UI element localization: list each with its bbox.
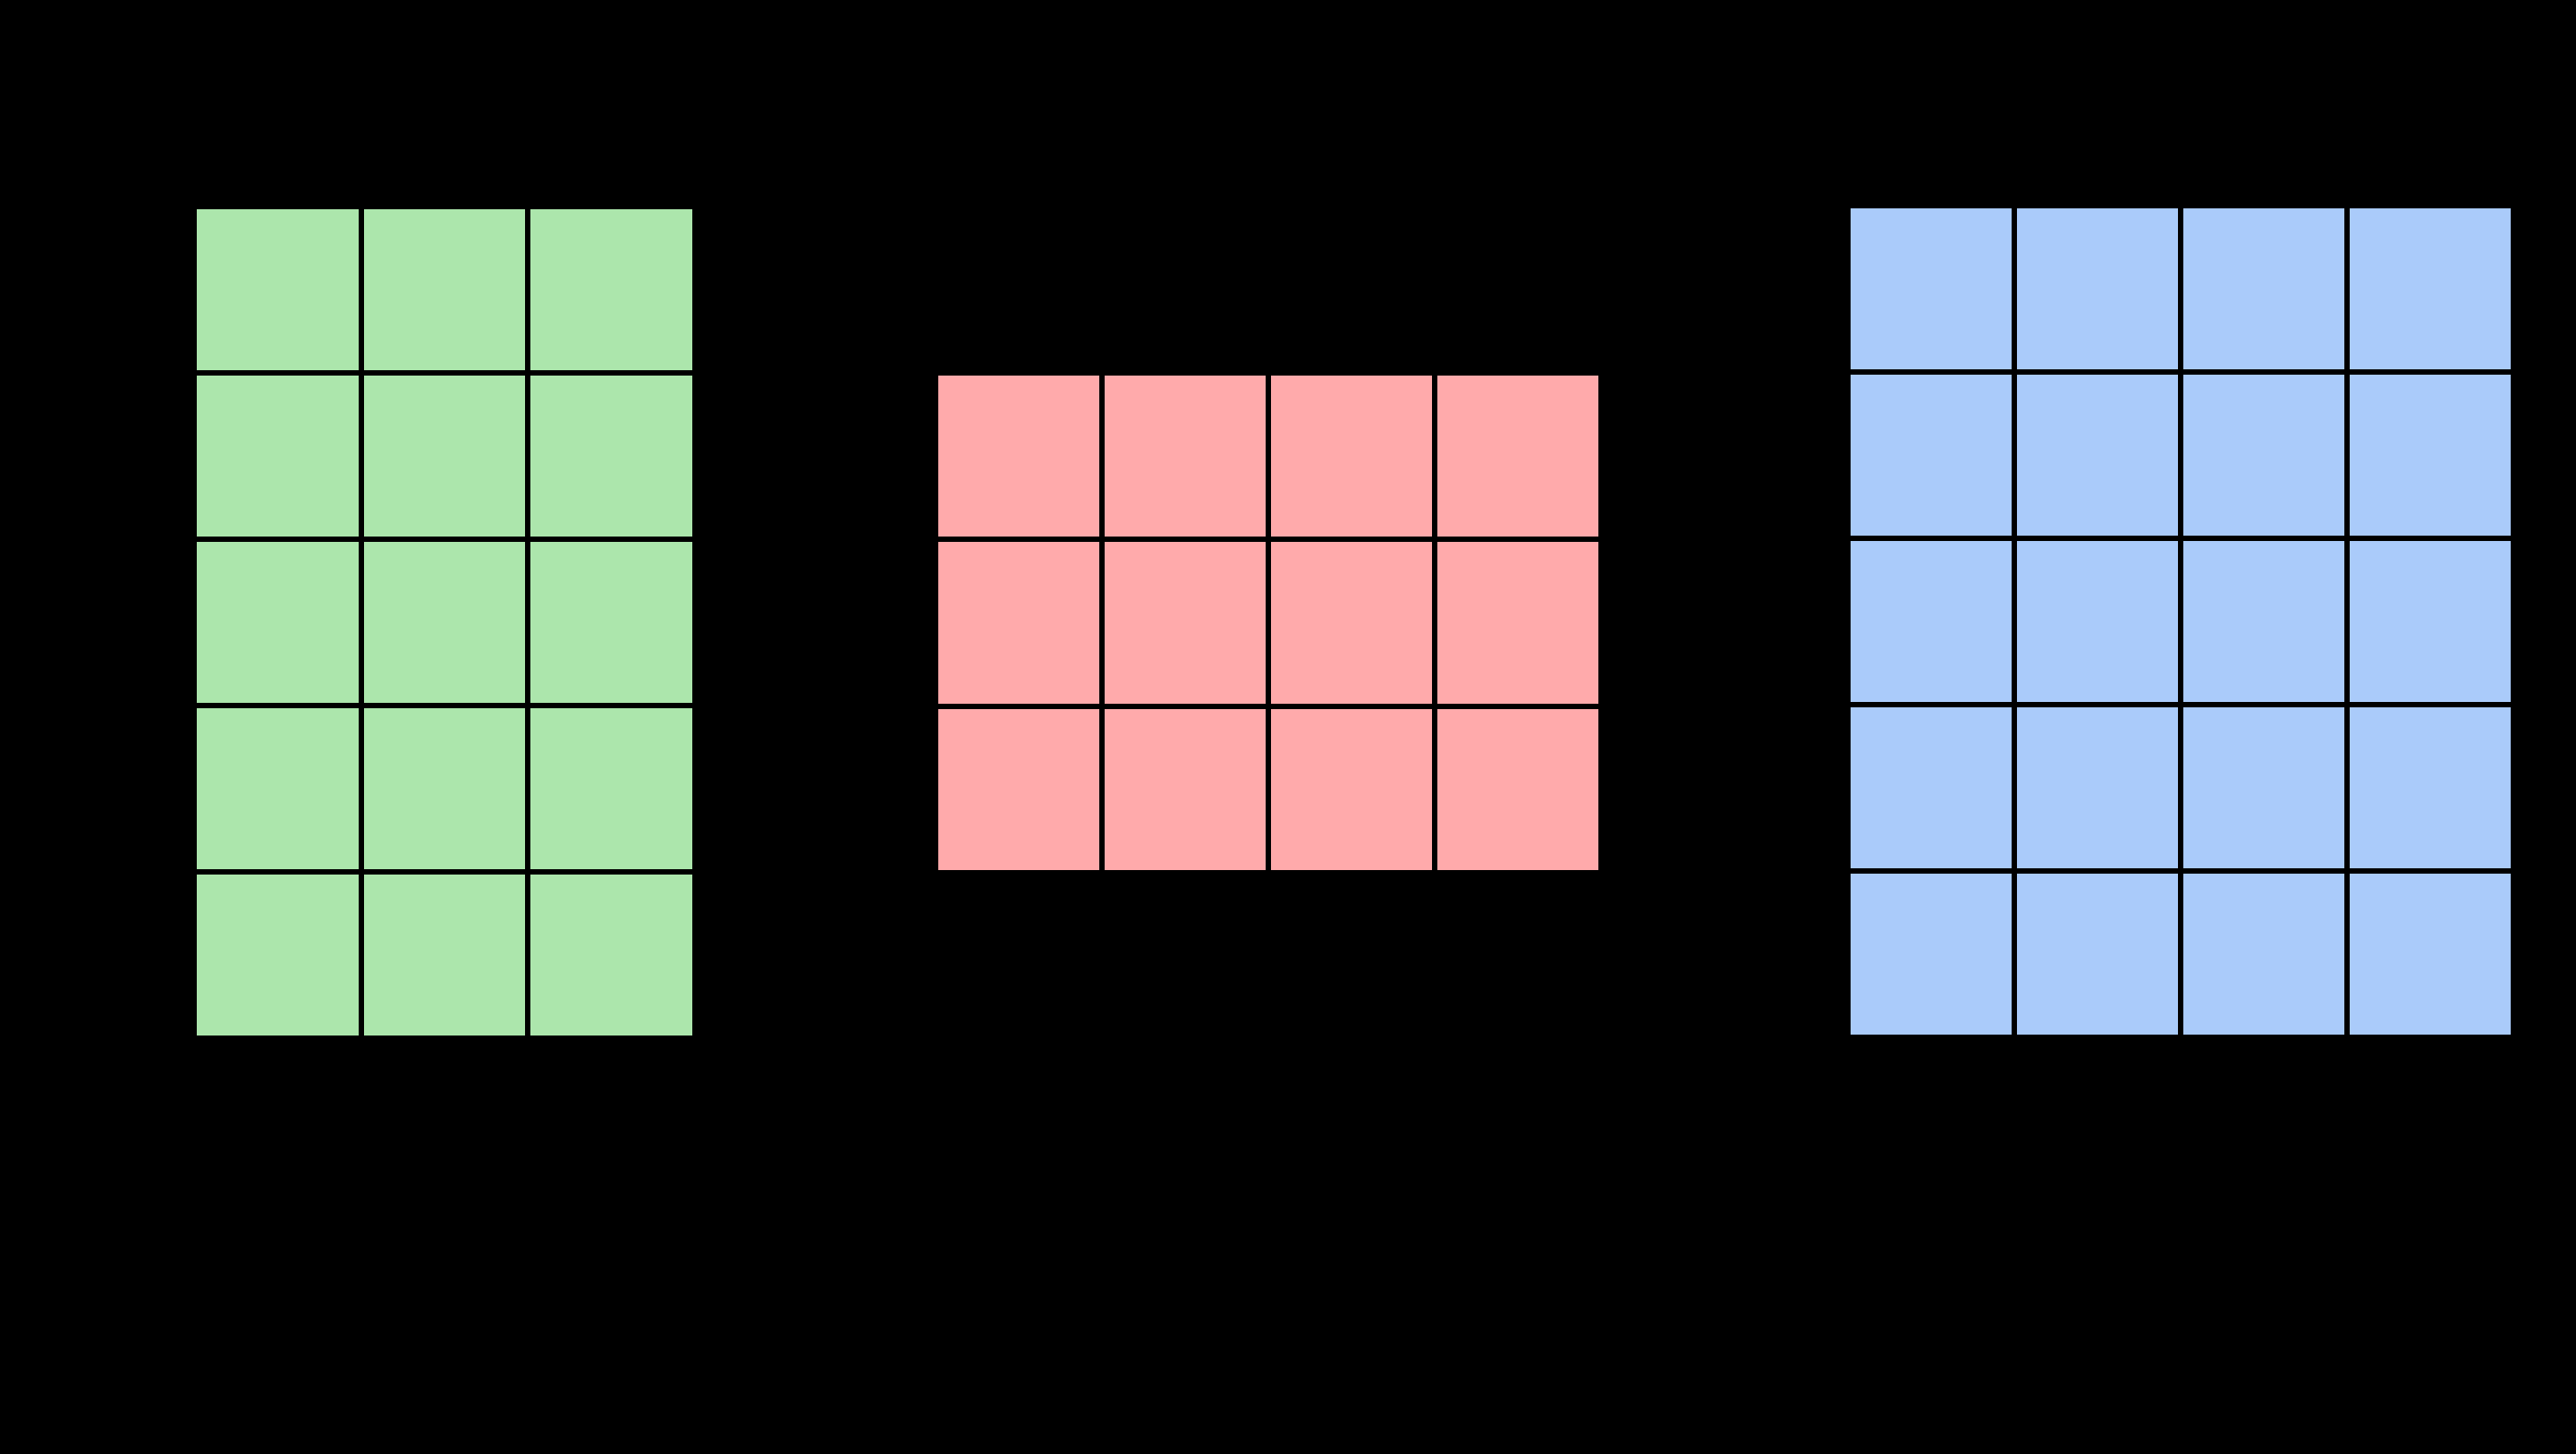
green-matrix-cell xyxy=(363,209,526,370)
green-matrix-cell xyxy=(363,376,526,537)
green-matrix-cell xyxy=(197,875,359,1036)
blue-matrix-cell xyxy=(2350,541,2511,702)
pink-matrix-grid xyxy=(938,376,1598,870)
blue-matrix-cell xyxy=(2017,375,2178,536)
blue-matrix-cell xyxy=(1851,208,2012,369)
green-matrix-cell xyxy=(530,875,692,1036)
pink-matrix-cell xyxy=(938,376,1099,537)
blue-matrix-cell xyxy=(1851,375,2012,536)
pink-matrix-cell xyxy=(1437,376,1598,537)
pink-matrix-cell xyxy=(1271,542,1432,704)
blue-matrix-cell xyxy=(2017,874,2178,1035)
blue-matrix-cell xyxy=(2350,707,2511,868)
green-matrix-cell xyxy=(530,376,692,537)
blue-matrix-cell xyxy=(2183,208,2344,369)
green-matrix-cell xyxy=(197,209,359,370)
pink-matrix-cell xyxy=(938,542,1099,704)
green-matrix-cell xyxy=(530,542,692,703)
pink-matrix-cell xyxy=(1271,376,1432,537)
blue-matrix-grid xyxy=(1851,208,2511,1035)
pink-matrix-cell xyxy=(938,708,1099,870)
green-matrix-cell xyxy=(197,542,359,703)
blue-matrix-cell xyxy=(2350,208,2511,369)
blue-matrix-cell xyxy=(2183,541,2344,702)
green-matrix-cell xyxy=(530,209,692,370)
green-matrix-cell xyxy=(363,875,526,1036)
green-matrix-cell xyxy=(363,708,526,869)
pink-matrix-cell xyxy=(1105,708,1266,870)
blue-matrix-cell xyxy=(1851,874,2012,1035)
blue-matrix-cell xyxy=(2183,375,2344,536)
green-matrix-grid xyxy=(197,209,692,1036)
pink-matrix-cell xyxy=(1437,542,1598,704)
pink-matrix-cell xyxy=(1105,542,1266,704)
blue-matrix-cell xyxy=(1851,541,2012,702)
pink-matrix-cell xyxy=(1105,376,1266,537)
green-matrix-cell xyxy=(197,376,359,537)
green-matrix-cell xyxy=(530,708,692,869)
blue-matrix-cell xyxy=(2017,541,2178,702)
blue-matrix-cell xyxy=(2017,208,2178,369)
blue-matrix-cell xyxy=(2350,874,2511,1035)
blue-matrix-cell xyxy=(2183,707,2344,868)
blue-matrix-cell xyxy=(2183,874,2344,1035)
green-matrix-cell xyxy=(197,708,359,869)
pink-matrix-cell xyxy=(1437,708,1598,870)
blue-matrix-cell xyxy=(2017,707,2178,868)
green-matrix-cell xyxy=(363,542,526,703)
blue-matrix-cell xyxy=(1851,707,2012,868)
pink-matrix-cell xyxy=(1271,708,1432,870)
blue-matrix-cell xyxy=(2350,375,2511,536)
